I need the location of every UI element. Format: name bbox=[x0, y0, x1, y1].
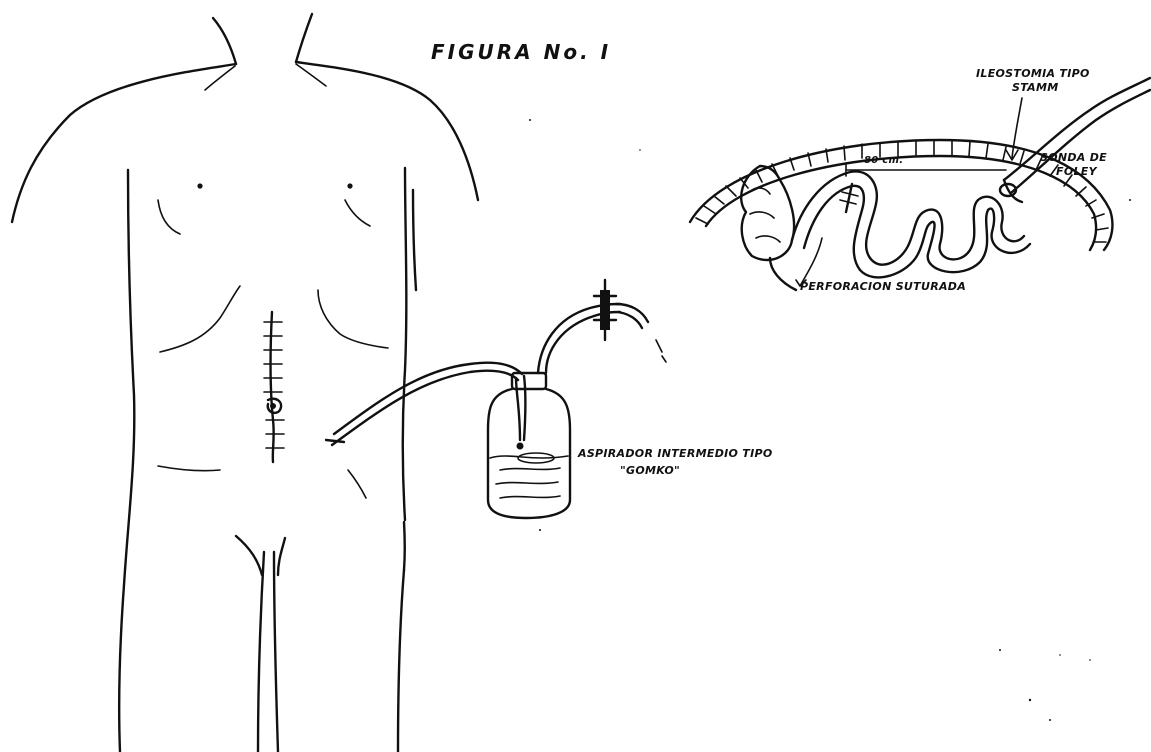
aspirator-bottle bbox=[488, 280, 666, 518]
foley-label-line1: SONDA DE bbox=[1040, 152, 1107, 163]
distance-label: 80 cm. bbox=[864, 156, 903, 166]
drain-tube bbox=[326, 363, 526, 445]
aspirator-label-line2: "GOMKO" bbox=[620, 465, 680, 476]
speckles bbox=[439, 119, 1131, 721]
intestine-diagram bbox=[690, 78, 1150, 290]
abdominal-incision bbox=[264, 312, 284, 462]
aspirator-label-line1: ASPIRADOR INTERMEDIO TIPO bbox=[578, 448, 773, 459]
figure-title: FIGURA No. I bbox=[431, 42, 611, 62]
ileostomy-label-line1: ILEOSTOMIA TIPO bbox=[976, 68, 1090, 79]
perforation-label: PERFORACION SUTURADA bbox=[800, 281, 966, 292]
foley-label-line2: FOLEY bbox=[1056, 166, 1097, 177]
ileostomy-label-line2: STAMM bbox=[1012, 82, 1058, 93]
